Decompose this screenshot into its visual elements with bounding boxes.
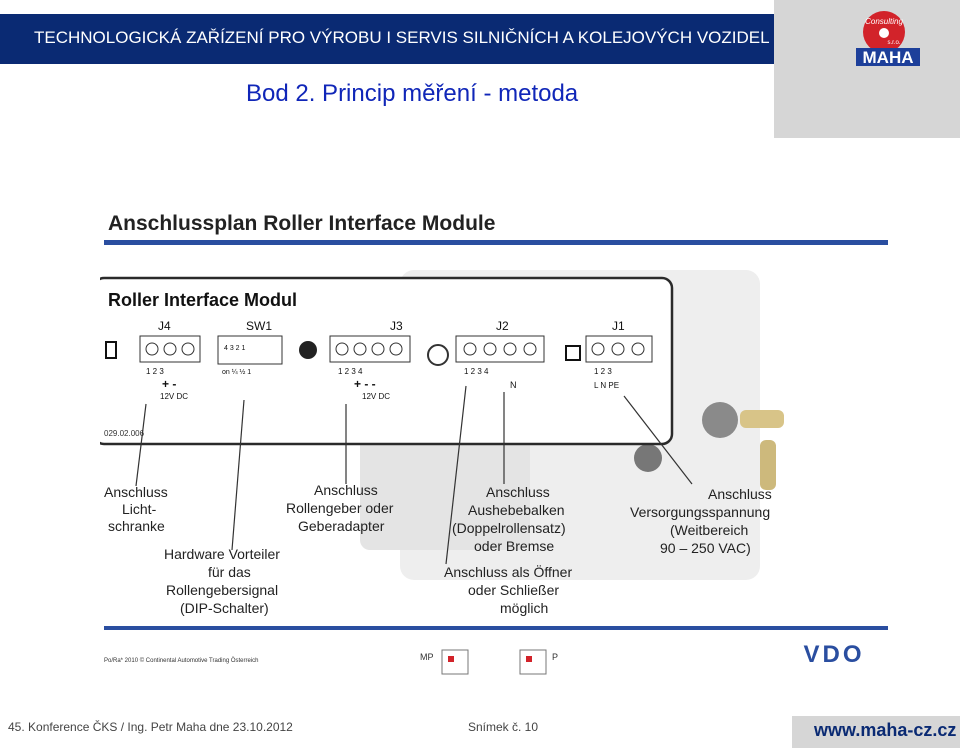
leader-lines — [135, 385, 693, 565]
module-title: Roller Interface Modul — [108, 290, 297, 310]
svg-text:L N PE: L N PE — [594, 381, 619, 390]
key-icon — [740, 410, 784, 428]
part-number: 029.02.006 — [104, 429, 145, 438]
svg-text:12V DC: 12V DC — [160, 392, 188, 401]
svg-text:schranke: schranke — [108, 518, 165, 534]
j2-label: J2 — [496, 319, 509, 333]
header-bar — [0, 14, 774, 64]
bottom-rule — [104, 626, 888, 630]
footer-conference: 45. Konference ČKS / Ing. Petr Maha dne … — [8, 720, 293, 734]
svg-text:Geberadapter: Geberadapter — [298, 518, 385, 534]
maha-logo: Consulting s.r.o. MAHA — [856, 11, 920, 66]
gear-icon — [299, 341, 317, 359]
svg-text:12V DC: 12V DC — [362, 392, 390, 401]
svg-text:Aushebebalken: Aushebebalken — [468, 502, 565, 518]
j4-label: J4 — [158, 319, 171, 333]
svg-text:oder Bremse: oder Bremse — [474, 538, 554, 554]
svg-text:(Doppelrollensatz): (Doppelrollensatz) — [452, 520, 566, 536]
wiring-diagram: Anschlussplan Roller Interface Module Ro… — [100, 212, 888, 675]
svg-text:1 2 3: 1 2 3 — [146, 367, 164, 376]
svg-text:Rollengeber oder: Rollengeber oder — [286, 500, 394, 516]
svg-text:möglich: möglich — [500, 600, 548, 616]
svg-text:Anschluss als Öffner: Anschluss als Öffner — [444, 563, 572, 580]
svg-text:für das: für das — [208, 564, 251, 580]
svg-text:Licht-: Licht- — [122, 501, 157, 517]
nav-next-icon[interactable] — [519, 649, 547, 675]
svg-text:(Weitbereich: (Weitbereich — [670, 522, 748, 538]
sw1-label: SW1 — [246, 319, 272, 333]
logo-text-main: MAHA — [863, 48, 914, 66]
svg-text:(DIP-Schalter): (DIP-Schalter) — [180, 600, 269, 616]
svg-text:Versorgungsspannung: Versorgungsspannung — [630, 504, 770, 520]
svg-text:+ -: + - — [162, 377, 176, 391]
svg-text:1 2 3: 1 2 3 — [594, 367, 612, 376]
device-gland — [702, 402, 738, 438]
heading-underline — [104, 240, 888, 245]
callouts: Anschluss Licht- schranke Hardware Vorte… — [104, 482, 772, 616]
nav-prev-icon[interactable] — [441, 649, 469, 675]
device-gland-2 — [634, 444, 662, 472]
j1-label: J1 — [612, 319, 625, 333]
svg-text:oder Schließer: oder Schließer — [468, 582, 559, 598]
copyright: Po/Ra* 2010 © Continental Automotive Tra… — [104, 657, 259, 664]
lamp-icon — [105, 341, 117, 359]
svg-text:4 3 2 1: 4 3 2 1 — [224, 345, 246, 352]
logo-text-sub: s.r.o. — [887, 40, 900, 46]
svg-text:1 2 3 4: 1 2 3 4 — [338, 367, 363, 376]
svg-text:Anschluss: Anschluss — [708, 486, 772, 502]
j3-label: J3 — [390, 319, 403, 333]
ring-icon — [427, 344, 449, 366]
svg-text:MP: MP — [420, 652, 434, 662]
sw1-block — [217, 335, 283, 365]
svg-text:Anschluss: Anschluss — [104, 484, 168, 500]
footer-website[interactable]: www.maha-cz.cz — [814, 720, 957, 740]
j2-block — [455, 335, 545, 363]
j1-block — [585, 335, 653, 363]
svg-text:Anschluss: Anschluss — [486, 484, 550, 500]
vdo-logo: VDO — [803, 641, 864, 668]
diagram-heading: Anschlussplan Roller Interface Module — [108, 212, 495, 235]
svg-text:Hardware Vorteiler: Hardware Vorteiler — [164, 546, 280, 562]
svg-text:1 2 3 4: 1 2 3 4 — [464, 367, 489, 376]
svg-text:90 – 250 VAC): 90 – 250 VAC) — [660, 540, 751, 556]
svg-text:Anschluss: Anschluss — [314, 482, 378, 498]
lock-icon — [565, 345, 581, 361]
logo-text-top: Consulting — [865, 17, 903, 26]
footer-website-box: www.maha-cz.cz — [792, 716, 960, 748]
svg-text:P: P — [552, 652, 558, 662]
svg-text:Rollengebersignal: Rollengebersignal — [166, 582, 278, 598]
svg-text:N: N — [510, 380, 517, 390]
svg-text:+ - -: + - - — [354, 377, 376, 391]
j3-block — [329, 335, 411, 363]
footer-slide-number: Snímek č. 10 — [468, 720, 539, 734]
j4-block — [139, 335, 201, 363]
header-title: TECHNOLOGICKÁ ZAŘÍZENÍ PRO VÝROBU I SERV… — [34, 28, 770, 47]
slide-title: Bod 2. Princip měření - metoda — [246, 80, 579, 107]
svg-text:on ¼ ½ 1: on ¼ ½ 1 — [222, 368, 251, 376]
